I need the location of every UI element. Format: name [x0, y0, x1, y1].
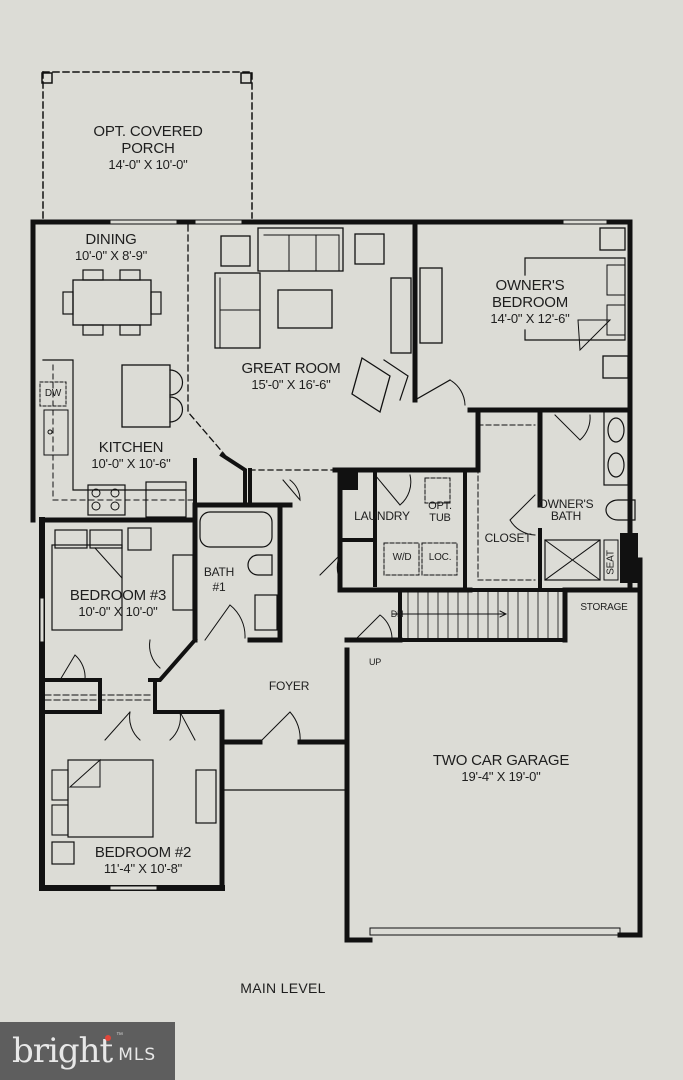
- stairs-down-label: DN: [390, 609, 404, 619]
- stairs-up-label: UP: [368, 657, 382, 667]
- garage-name: TWO CAR GARAGE: [432, 752, 570, 769]
- dining-name: DINING: [85, 231, 137, 248]
- foyer-label: FOYER: [268, 679, 310, 693]
- brand-suffix: MLS: [118, 1045, 157, 1065]
- bedroom-2-size: 11'-4" X 10'-8": [103, 861, 183, 876]
- washer-dryer-label: W/D: [392, 552, 412, 563]
- storage-label: STORAGE: [580, 602, 628, 613]
- owners-bath-name-1: OWNER'S: [538, 497, 594, 511]
- bedroom-3-size: 10'-0" X 10'-0": [78, 604, 158, 619]
- porch-name-1: OPT. COVERED: [93, 123, 203, 140]
- bedroom-3-name: BEDROOM #3: [69, 587, 167, 604]
- bright-mls-watermark: bright MLS ™: [0, 1022, 175, 1080]
- opt-tub-name-1: OPT.: [428, 500, 452, 512]
- porch-label: OPT. COVERED PORCH 14'-0" X 10'-0": [93, 123, 202, 172]
- laundry-label: LAUNDRY: [354, 509, 410, 523]
- bath-1-label: BATH #1: [203, 565, 235, 595]
- bedroom-3-label: BEDROOM #3 10'-0" X 10'-0": [69, 587, 167, 619]
- opt-tub-name-2: TUB: [429, 512, 451, 524]
- brand-name: bright: [12, 1031, 113, 1071]
- garage-size: 19'-4" X 19'-0": [461, 769, 541, 784]
- bath-1-name-1: BATH: [203, 565, 235, 579]
- owners-bath-label: OWNER'S BATH: [539, 498, 594, 522]
- loc-label: LOC.: [428, 552, 452, 563]
- kitchen-label: KITCHEN 10'-0" X 10'-6": [91, 439, 170, 471]
- kitchen-size: 10'-0" X 10'-6": [91, 456, 171, 471]
- opt-tub-label: OPT. TUB: [428, 500, 452, 524]
- seat-label: SEAT: [605, 550, 617, 575]
- porch-name-2: PORCH: [121, 140, 175, 157]
- owners-bath-name-2: BATH: [550, 509, 582, 523]
- trademark-mark: ™: [116, 1032, 123, 1039]
- dishwasher-label: DW: [44, 388, 62, 399]
- great-room-name: GREAT ROOM: [241, 360, 341, 377]
- dining-label: DINING 10'-0" X 8'-9": [75, 231, 147, 263]
- owners-bedroom-name-2: BEDROOM: [491, 294, 569, 311]
- garage-label: TWO CAR GARAGE 19'-4" X 19'-0": [432, 752, 570, 784]
- owners-bedroom-name-1: OWNER'S: [495, 277, 565, 294]
- porch-size: 14'-0" X 10'-0": [108, 157, 188, 172]
- owners-bedroom-label: OWNER'S BEDROOM 14'-0" X 12'-6": [490, 277, 569, 326]
- brand-dot-icon: [105, 1035, 111, 1041]
- bedroom-2-name: BEDROOM #2: [94, 844, 192, 861]
- great-room-label: GREAT ROOM 15'-0" X 16'-6": [241, 360, 340, 392]
- bedroom-2-label: BEDROOM #2 11'-4" X 10'-8": [94, 844, 192, 876]
- closet-label: CLOSET: [484, 531, 532, 545]
- owners-bedroom-size: 14'-0" X 12'-6": [490, 311, 570, 326]
- bath-1-name-2: #1: [212, 580, 226, 594]
- kitchen-name: KITCHEN: [98, 439, 164, 456]
- dining-size: 10'-0" X 8'-9": [74, 248, 148, 263]
- great-room-size: 15'-0" X 16'-6": [251, 377, 331, 392]
- level-title: MAIN LEVEL: [240, 980, 326, 996]
